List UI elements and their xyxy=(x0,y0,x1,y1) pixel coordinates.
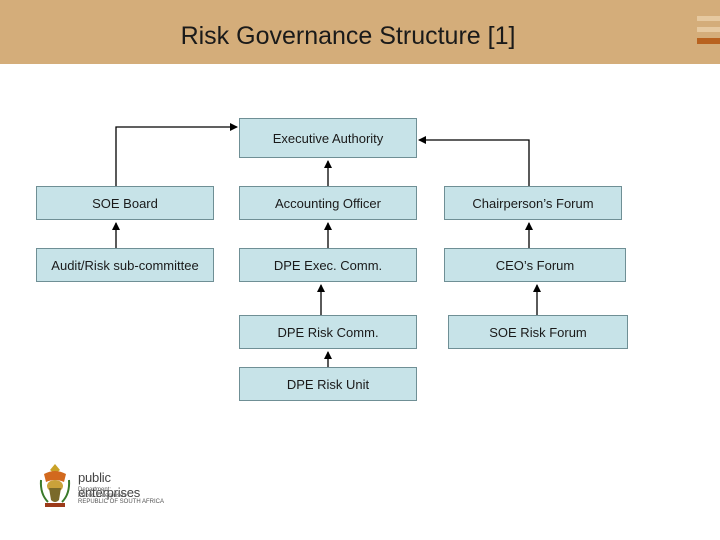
logo-name: public enterprises xyxy=(78,470,141,500)
logo-country: REPUBLIC OF SOUTH AFRICA xyxy=(78,499,165,505)
coat-of-arms-icon xyxy=(39,464,71,507)
connector-soe-board-to-executive xyxy=(115,123,238,186)
connector-chairpersons-to-executive xyxy=(418,136,530,186)
box-soe-board: SOE Board xyxy=(36,186,214,220)
box-ceos-forum: CEO’s Forum xyxy=(444,248,626,282)
box-chairpersons-forum: Chairperson’s Forum xyxy=(444,186,622,220)
dpe-logo: public enterprises Department: Public En… xyxy=(38,462,168,514)
accent-bar-bottom xyxy=(697,38,720,44)
title-banner xyxy=(0,0,720,64)
box-accounting-officer: Accounting Officer xyxy=(239,186,417,220)
box-dpe-exec-comm: DPE Exec. Comm. xyxy=(239,248,417,282)
slide-title: Risk Governance Structure [1] xyxy=(180,22,516,50)
logo-department: Department: xyxy=(78,487,112,493)
box-dpe-risk-unit: DPE Risk Unit xyxy=(239,367,417,401)
accent-bar-top xyxy=(697,16,720,21)
logo-department-name: Public Enterprises xyxy=(78,493,127,499)
box-soe-risk-forum: SOE Risk Forum xyxy=(448,315,628,349)
box-executive-authority: Executive Authority xyxy=(239,118,417,158)
box-dpe-risk-comm: DPE Risk Comm. xyxy=(239,315,417,349)
accent-bar-middle xyxy=(697,27,720,32)
box-audit-risk-subcommittee: Audit/Risk sub-committee xyxy=(36,248,214,282)
